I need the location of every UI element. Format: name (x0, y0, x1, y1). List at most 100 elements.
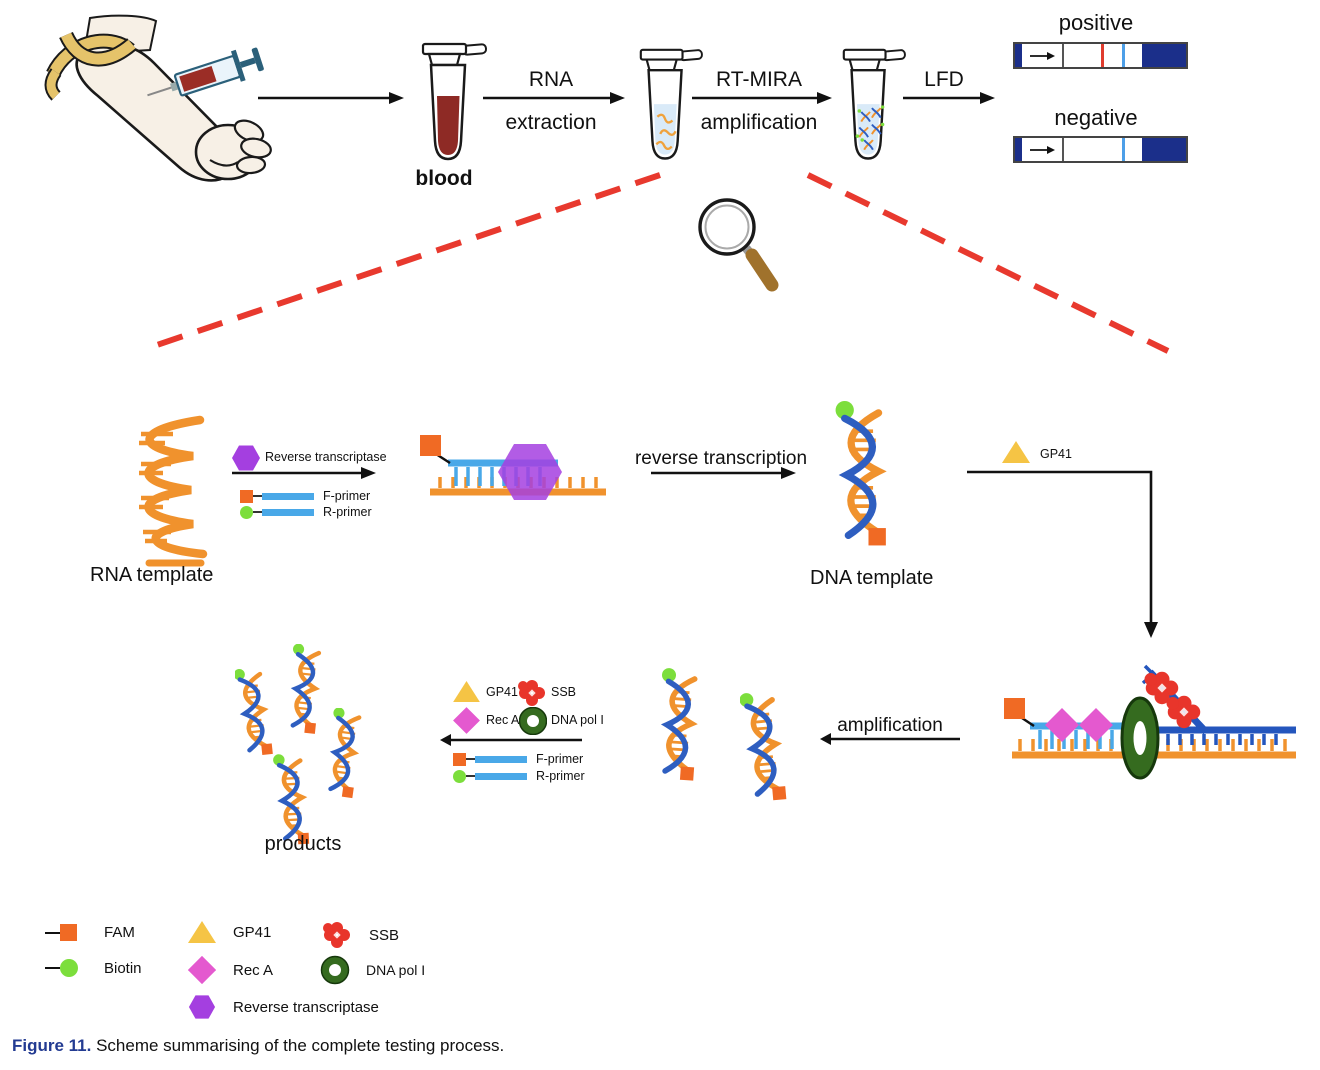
blood-label: blood (415, 167, 473, 190)
control-line-blue (1122, 44, 1125, 67)
legend-row-reverse-transcriptase: Reverse transcriptase (188, 993, 379, 1021)
arrow-rna-extraction (483, 92, 625, 104)
blood-tube-icon (421, 42, 488, 161)
nascent-strand-ticks (1166, 734, 1278, 745)
ssb-label: SSB (369, 926, 400, 944)
amplicon-duplex (740, 691, 789, 805)
arrow-amplification (820, 733, 960, 745)
legend-row-fam: FAM (45, 924, 135, 941)
strip-absorbent-pad (1142, 138, 1186, 161)
caption-figure-number: Figure 11. (12, 1036, 92, 1055)
product-duplex (286, 644, 325, 736)
primer-bar-icon (475, 772, 527, 780)
test-line-red (1101, 44, 1104, 67)
legend-row-ssb: SSB (322, 920, 399, 950)
reverse-transcription-label: reverse transcription (634, 448, 808, 469)
ssb-icon (323, 922, 350, 948)
product-duplex (235, 667, 274, 759)
fam-square-icon (420, 435, 441, 456)
dna-template-label: DNA template (810, 567, 934, 589)
rna-extraction-label-top: RNA (528, 68, 574, 91)
gp41-triangle-icon (1002, 441, 1030, 463)
rna-template-label: RNA template (90, 564, 214, 586)
amplicon-duplex (655, 668, 704, 784)
f-primer-label: F-primer (323, 489, 371, 503)
rec-a-label: Rec A (233, 961, 274, 979)
ssb-mid-label: SSB (551, 685, 577, 699)
dna-pol-donut-icon (320, 955, 350, 985)
amplified-product-tube-icon (842, 48, 906, 160)
caption-text: Scheme summarising of the complete testi… (91, 1036, 505, 1055)
reverse-transcriptase-hexagon-icon (188, 995, 216, 1019)
fam-label: FAM (104, 924, 135, 941)
rec-a-diamond-icon (188, 956, 216, 984)
biotin-circle-icon (240, 505, 253, 519)
lfd-label: LFD (924, 68, 964, 91)
linker-icon (253, 511, 262, 513)
rna-template-strand (139, 415, 208, 567)
gp41-triangle-icon (188, 921, 216, 943)
dna-pol-donut-icon (1120, 696, 1160, 780)
product-duplex (325, 708, 364, 800)
strip-flow-box (1022, 138, 1064, 161)
linker-icon (466, 758, 475, 760)
legend-row-biotin: Biotin (45, 959, 142, 977)
linker-icon (253, 495, 262, 497)
biotin-circle-icon (60, 959, 78, 977)
reverse-transcriptase-label: Reverse transcriptase (233, 998, 379, 1016)
dna-template-helix (831, 400, 895, 551)
f-primer-mid-row: F-primer (453, 752, 583, 766)
f-primer-legend-row: F-primer (240, 489, 370, 503)
reverse-transcription-intermediate (420, 435, 606, 500)
products-label: products (264, 833, 342, 855)
biotin-label: Biotin (104, 959, 142, 977)
legend-row-gp41: GP41 (188, 921, 271, 943)
rec-a-mid-label: Rec A (486, 713, 520, 727)
mira-amplification-complex (1004, 664, 1296, 780)
primer-bar-icon (262, 508, 314, 516)
arm-blood-draw-illustration (44, 14, 272, 182)
rna-tube-icon (639, 48, 703, 160)
r-primer-mid-label: R-primer (536, 769, 585, 783)
flow-direction-arrow-icon (1030, 145, 1055, 154)
magnifying-glass-icon (698, 198, 779, 292)
arrow-to-products (440, 734, 582, 746)
arrow-gp41-elbow (967, 470, 1158, 638)
strip-sample-pad (1015, 44, 1022, 67)
linker-icon (45, 967, 60, 969)
rec-a-diamond-icon (1079, 708, 1113, 742)
gp41-annotation-label: GP41 (1040, 447, 1072, 461)
gp41-triangle-icon (453, 681, 480, 702)
biotin-circle-icon (453, 769, 466, 783)
f-primer-mid-label: F-primer (536, 752, 584, 766)
linker-icon (45, 931, 60, 934)
control-line-blue (1122, 138, 1125, 161)
arrow-reverse-transcriptase-step (232, 467, 376, 479)
arrow-lfd (903, 92, 995, 104)
syringe-icon (147, 47, 264, 97)
rna-extraction-label-bottom: extraction (505, 111, 597, 134)
r-primer-mid-row: R-primer (453, 769, 585, 783)
tiny-dna-products (855, 105, 885, 151)
lfd-strip-negative (1013, 136, 1188, 163)
reverse-transcriptase-hexagon-icon (498, 444, 562, 500)
primer-bar-icon (262, 492, 314, 500)
lfd-strip-positive (1013, 42, 1188, 69)
fam-square-icon (60, 924, 77, 941)
strip-absorbent-pad (1142, 44, 1186, 67)
arrow-rtmira (692, 92, 832, 104)
strip-sample-pad (1015, 138, 1022, 161)
blood-liquid (437, 96, 460, 155)
r-primer-legend-row: R-primer (240, 505, 372, 519)
r-primer-label: R-primer (323, 505, 372, 519)
fam-square-icon (240, 489, 253, 503)
reverse-transcriptase-hexagon-icon (232, 445, 260, 471)
positive-label: positive (1058, 10, 1134, 35)
figure-caption: Figure 11. Scheme summarising of the com… (12, 1036, 504, 1056)
fam-square-icon (453, 752, 466, 766)
tourniquet (44, 31, 137, 101)
rec-a-diamond-icon (453, 707, 480, 734)
primer-bar-icon (475, 755, 527, 763)
dna-pol-mid-label: DNA pol I (551, 713, 604, 727)
